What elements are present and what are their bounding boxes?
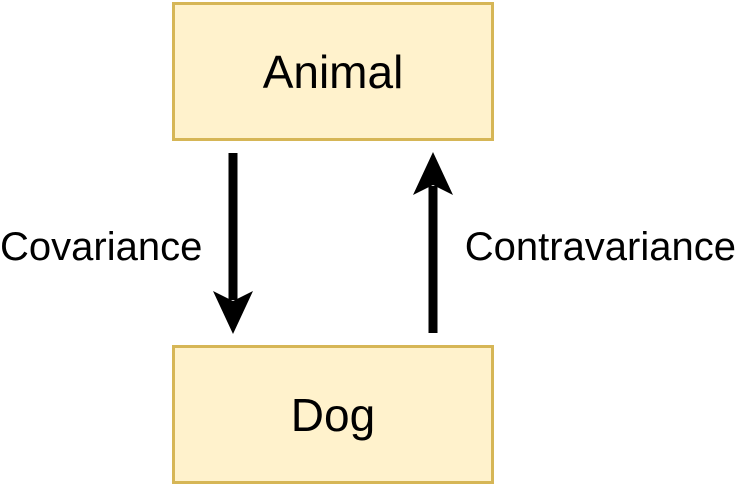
arrowhead-down-icon bbox=[213, 291, 253, 334]
node-animal: Animal bbox=[172, 2, 494, 141]
contravariance-arrow-up bbox=[413, 152, 453, 333]
edge-label-covariance: Covariance bbox=[0, 225, 203, 269]
arrowhead-up-icon bbox=[413, 152, 453, 195]
edge-label-contravariance: Contravariance bbox=[464, 225, 736, 269]
node-animal-label: Animal bbox=[262, 45, 404, 98]
node-dog-label: Dog bbox=[290, 388, 376, 441]
node-dog: Dog bbox=[172, 345, 494, 484]
covariance-arrow-down bbox=[213, 153, 253, 334]
